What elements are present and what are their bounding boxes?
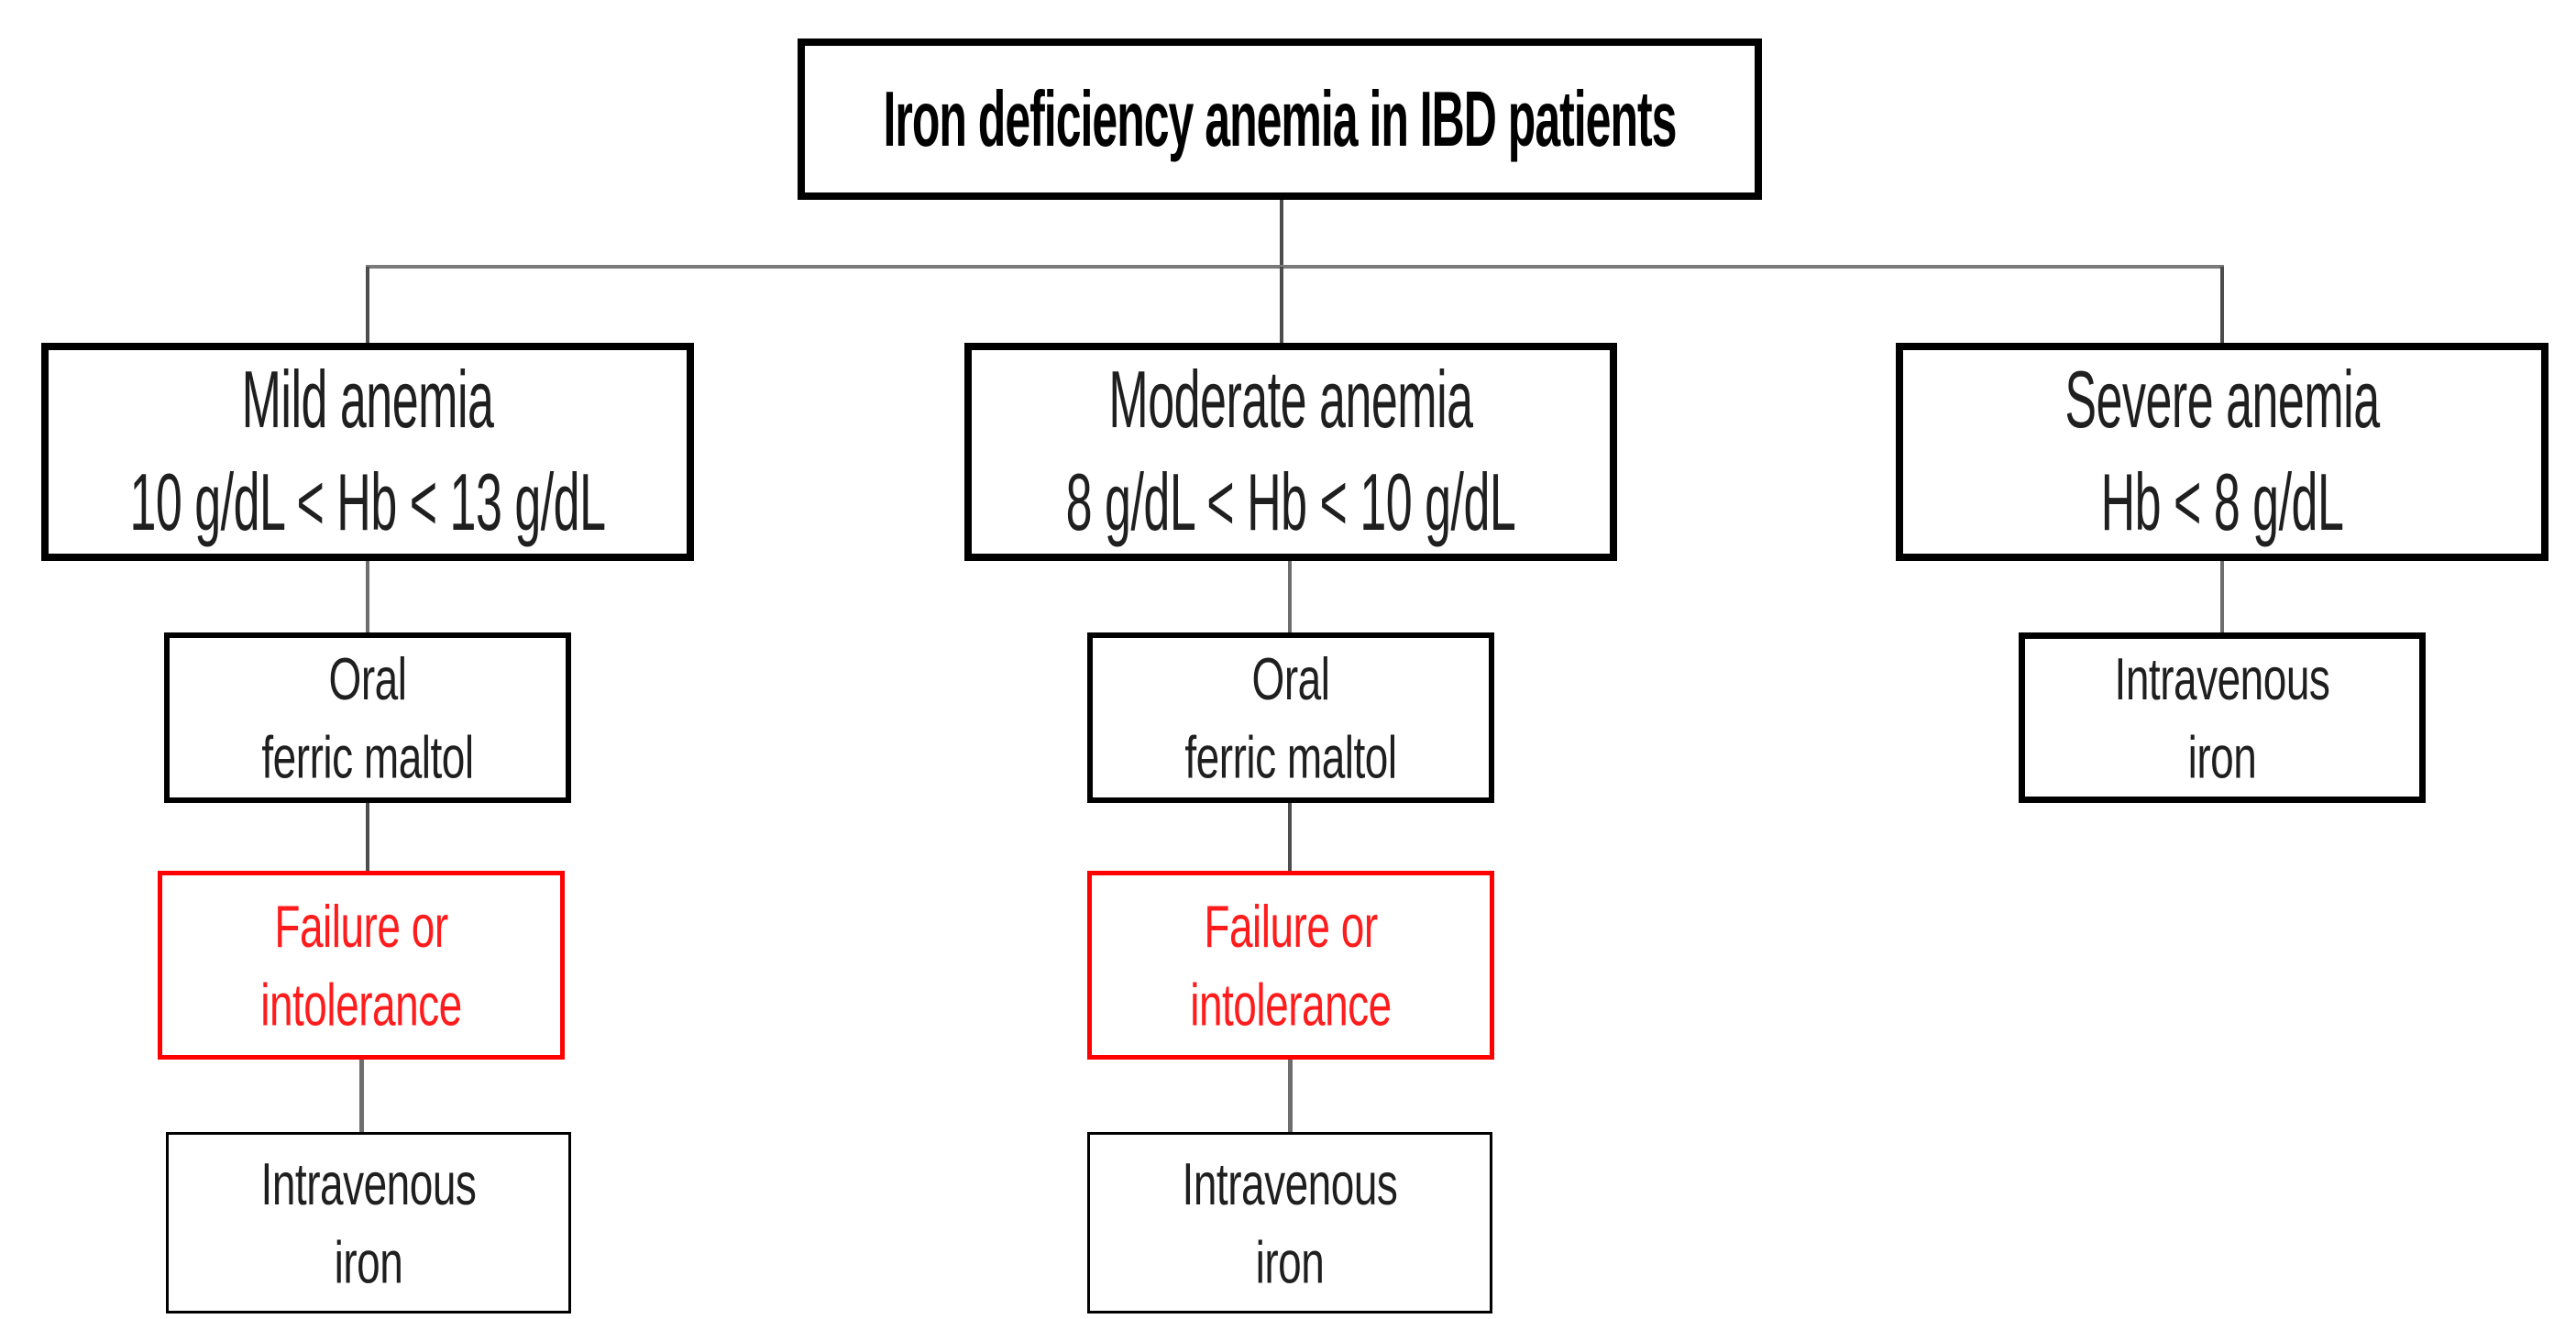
severe-anemia-line2: Hb < 8 g/dL	[2100, 457, 2344, 549]
connector-title-down	[1280, 200, 1283, 267]
connector-down-to-severe	[2220, 267, 2224, 345]
failure-intolerance-node-mild: Failure or intolerance	[158, 871, 565, 1060]
connector-mild-to-oral	[366, 559, 369, 634]
intravenous-iron-severe-line2: iron	[2187, 722, 2257, 791]
oral-ferric-maltol-moderate-line1: Oral	[1251, 644, 1330, 713]
oral-ferric-maltol-mild-line2: ferric maltol	[261, 722, 474, 791]
root-node-label: Iron deficiency anemia in IBD patients	[883, 75, 1677, 163]
connector-down-to-moderate	[1280, 267, 1283, 345]
connector-oral-to-failure-moderate	[1288, 801, 1292, 873]
connector-down-to-mild	[366, 267, 369, 345]
moderate-anemia-line2: 8 g/dL < Hb < 10 g/dL	[1065, 457, 1516, 549]
severe-anemia-node: Severe anemia Hb < 8 g/dL	[1896, 343, 2548, 561]
failure-intolerance-mild-line2: intolerance	[260, 970, 462, 1039]
intravenous-iron-label-severe: Intravenous iron	[2115, 640, 2330, 796]
mild-anemia-node: Mild anemia 10 g/dL < Hb < 13 g/dL	[41, 343, 694, 561]
mild-anemia-line1: Mild anemia	[241, 355, 494, 446]
intravenous-iron-moderate-line1: Intravenous	[1182, 1149, 1398, 1218]
failure-intolerance-node-moderate: Failure or intolerance	[1087, 871, 1494, 1060]
connector-severe-to-iv	[2220, 559, 2224, 634]
failure-intolerance-label-moderate: Failure or intolerance	[1190, 887, 1392, 1043]
intravenous-iron-severe-line1: Intravenous	[2114, 644, 2330, 713]
failure-intolerance-mild-line1: Failure or	[274, 892, 448, 961]
intravenous-iron-label-mild: Intravenous iron	[261, 1145, 477, 1301]
connector-failure-to-iv-moderate	[1288, 1058, 1293, 1134]
root-node-iron-deficiency-anemia: Iron deficiency anemia in IBD patients	[798, 38, 1762, 200]
connector-failure-to-iv-mild	[359, 1058, 364, 1134]
mild-anemia-label: Mild anemia 10 g/dL < Hb < 13 g/dL	[129, 349, 606, 555]
intravenous-iron-node-severe: Intravenous iron	[2019, 632, 2426, 803]
intravenous-iron-mild-line1: Intravenous	[260, 1149, 477, 1218]
oral-ferric-maltol-label-mild: Oral ferric maltol	[261, 640, 474, 796]
intravenous-iron-moderate-line2: iron	[1255, 1227, 1325, 1296]
failure-intolerance-label-mild: Failure or intolerance	[260, 887, 462, 1043]
failure-intolerance-moderate-line2: intolerance	[1190, 970, 1392, 1039]
intravenous-iron-mild-line2: iron	[334, 1227, 403, 1296]
severe-anemia-label: Severe anemia Hb < 8 g/dL	[2064, 349, 2380, 555]
moderate-anemia-node: Moderate anemia 8 g/dL < Hb < 10 g/dL	[964, 343, 1617, 561]
intravenous-iron-label-moderate: Intravenous iron	[1183, 1145, 1398, 1301]
intravenous-iron-node-moderate: Intravenous iron	[1087, 1132, 1492, 1314]
oral-ferric-maltol-label-moderate: Oral ferric maltol	[1184, 640, 1397, 796]
connector-moderate-to-oral	[1288, 559, 1292, 634]
oral-ferric-maltol-moderate-line2: ferric maltol	[1184, 722, 1397, 791]
failure-intolerance-moderate-line1: Failure or	[1204, 892, 1378, 961]
moderate-anemia-label: Moderate anemia 8 g/dL < Hb < 10 g/dL	[1066, 349, 1516, 555]
oral-ferric-maltol-mild-line1: Oral	[328, 644, 407, 713]
oral-ferric-maltol-node-moderate: Oral ferric maltol	[1087, 632, 1494, 803]
intravenous-iron-node-mild: Intravenous iron	[166, 1132, 571, 1314]
oral-ferric-maltol-node-mild: Oral ferric maltol	[164, 632, 571, 803]
moderate-anemia-line1: Moderate anemia	[1108, 355, 1473, 446]
mild-anemia-line2: 10 g/dL < Hb < 13 g/dL	[129, 457, 606, 549]
connector-branch-horizontal	[366, 265, 2224, 269]
connector-oral-to-failure-mild	[366, 801, 369, 873]
severe-anemia-line1: Severe anemia	[2064, 355, 2380, 446]
